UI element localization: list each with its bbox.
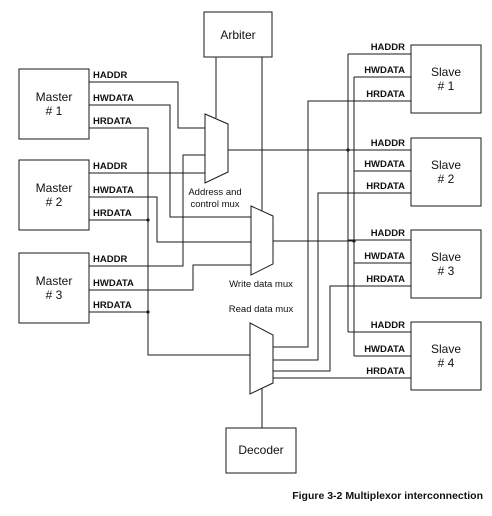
slave-4-number: # 4: [438, 356, 455, 370]
master-3-haddr-label: HADDR: [93, 254, 127, 265]
s2-hrdata-wire: [273, 192, 411, 361]
slave-2-hwdata-label: HWDATA: [364, 159, 405, 170]
slave-3-hwdata-label: HWDATA: [364, 251, 405, 262]
slave-4-box: [410, 321, 482, 391]
slave-1-hwdata-label: HWDATA: [364, 65, 405, 76]
m3-hwdata-wire: [89, 264, 252, 291]
slave-2-haddr-label: HADDR: [371, 138, 405, 149]
master-1-name: Master: [36, 90, 73, 104]
slave-4-hrdata-label: HRDATA: [366, 366, 405, 377]
master-2-name: Master: [36, 181, 73, 195]
slave-1-name: Slave: [431, 65, 461, 79]
master-3-number: # 3: [46, 288, 63, 302]
master-3-name: Master: [36, 274, 73, 288]
master-1-hwdata-label: HWDATA: [93, 93, 134, 104]
master-3: Master # 3 HADDR HWDATA HRDATA: [18, 252, 134, 324]
read-data-mux: [249, 322, 274, 395]
master-3-box: [18, 252, 90, 324]
m1-haddr-wire: [89, 81, 205, 129]
arbiter-box: [203, 11, 273, 58]
arbiter-label: Arbiter: [220, 28, 255, 42]
slave-2-hrdata-label: HRDATA: [366, 181, 405, 192]
master-2-haddr-label: HADDR: [93, 161, 127, 172]
slave-3-box: [410, 229, 482, 299]
slave-3-number: # 3: [438, 264, 455, 278]
write-data-mux: [250, 205, 274, 276]
slave-3-hrdata-label: HRDATA: [366, 274, 405, 285]
address-control-mux: [204, 113, 229, 184]
slave-1: Slave # 1 HADDR HWDATA HRDATA: [364, 42, 482, 114]
m2-hwdata-wire: [89, 196, 252, 243]
master-2-number: # 2: [46, 195, 63, 209]
junction-dot: [346, 148, 350, 152]
slave-2-number: # 2: [438, 172, 455, 186]
slave-3-haddr-label: HADDR: [371, 228, 405, 239]
junction-dot: [146, 218, 150, 222]
slave-4: Slave # 4 HADDR HWDATA HRDATA: [364, 320, 482, 391]
s3-hrdata-wire: [273, 285, 411, 372]
slave-1-hrdata-label: HRDATA: [366, 89, 405, 100]
master-1-haddr-label: HADDR: [93, 70, 127, 81]
address-mux-label-line2: control mux: [190, 199, 239, 210]
slave-3-name: Slave: [431, 250, 461, 264]
slave-4-hwdata-label: HWDATA: [364, 344, 405, 355]
master-1: Master # 1 HADDR HWDATA HRDATA: [18, 68, 134, 140]
write-mux-label: Write data mux: [229, 279, 293, 290]
master-2: Master # 2 HADDR HWDATA HRDATA: [18, 159, 134, 231]
master-1-number: # 1: [46, 104, 63, 118]
slave-4-haddr-label: HADDR: [371, 320, 405, 331]
slave-1-box: [410, 44, 482, 114]
m3-haddr-wire: [89, 154, 205, 267]
slave-2-name: Slave: [431, 158, 461, 172]
m1-hrdata-wire: [89, 127, 250, 356]
slave-4-name: Slave: [431, 342, 461, 356]
figure-caption: Figure 3-2 Multiplexor interconnection: [292, 490, 483, 502]
read-mux-label: Read data mux: [229, 304, 294, 315]
decoder-box: [225, 427, 297, 474]
s1-hrdata-wire: [273, 100, 411, 348]
master-3-hrdata-label: HRDATA: [93, 300, 132, 311]
slave-1-haddr-label: HADDR: [371, 42, 405, 53]
master-3-hwdata-label: HWDATA: [93, 278, 134, 289]
slave-3: Slave # 3 HADDR HWDATA HRDATA: [364, 228, 482, 299]
master-2-hrdata-label: HRDATA: [93, 208, 132, 219]
master-2-hwdata-label: HWDATA: [93, 185, 134, 196]
master-1-box: [18, 68, 90, 140]
slave-2: Slave # 2 HADDR HWDATA HRDATA: [364, 137, 482, 207]
slave-2-box: [410, 137, 482, 207]
address-mux-label-line1: Address and: [188, 187, 241, 198]
slave-1-number: # 1: [438, 79, 455, 93]
decoder-label: Decoder: [238, 443, 283, 457]
master-1-hrdata-label: HRDATA: [93, 116, 132, 127]
interconnect-wires: [89, 53, 411, 428]
junction-dot: [146, 310, 150, 314]
junction-dots: [146, 148, 356, 314]
master-2-box: [18, 159, 90, 231]
junction-dot: [352, 239, 356, 243]
m1-hwdata-wire: [89, 104, 252, 218]
